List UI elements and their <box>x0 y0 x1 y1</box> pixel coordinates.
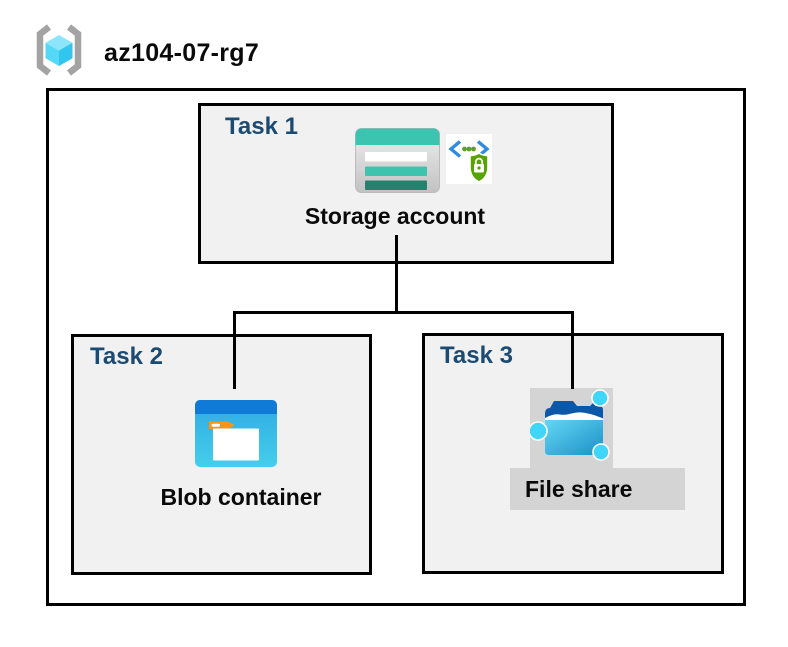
storage-account-icon <box>355 128 440 193</box>
connector-storage-stem <box>395 235 398 313</box>
task3-label: Task 3 <box>440 342 513 369</box>
file-share-icon-highlight <box>530 388 613 470</box>
blob-container-icon <box>195 400 277 467</box>
task2-label: Task 2 <box>90 343 163 370</box>
storage-account-label: Storage account <box>304 203 486 229</box>
file-share-icon <box>530 389 610 461</box>
blob-container-label: Blob container <box>160 484 322 510</box>
connector-to-blob <box>233 311 236 389</box>
file-share-label: File share <box>525 476 633 502</box>
resource-group-name: az104-07-rg7 <box>104 39 260 67</box>
task1-box: Task 1 <box>198 103 614 264</box>
connector-horizontal <box>233 311 574 314</box>
task2-box: Task 2 Blob container <box>71 334 372 575</box>
task1-label: Task 1 <box>225 113 298 140</box>
file-share-label-highlight: File share <box>510 468 685 510</box>
resource-group-icon <box>36 24 82 76</box>
sas-lock-icon <box>446 134 492 184</box>
connector-to-fileshare <box>571 311 574 389</box>
